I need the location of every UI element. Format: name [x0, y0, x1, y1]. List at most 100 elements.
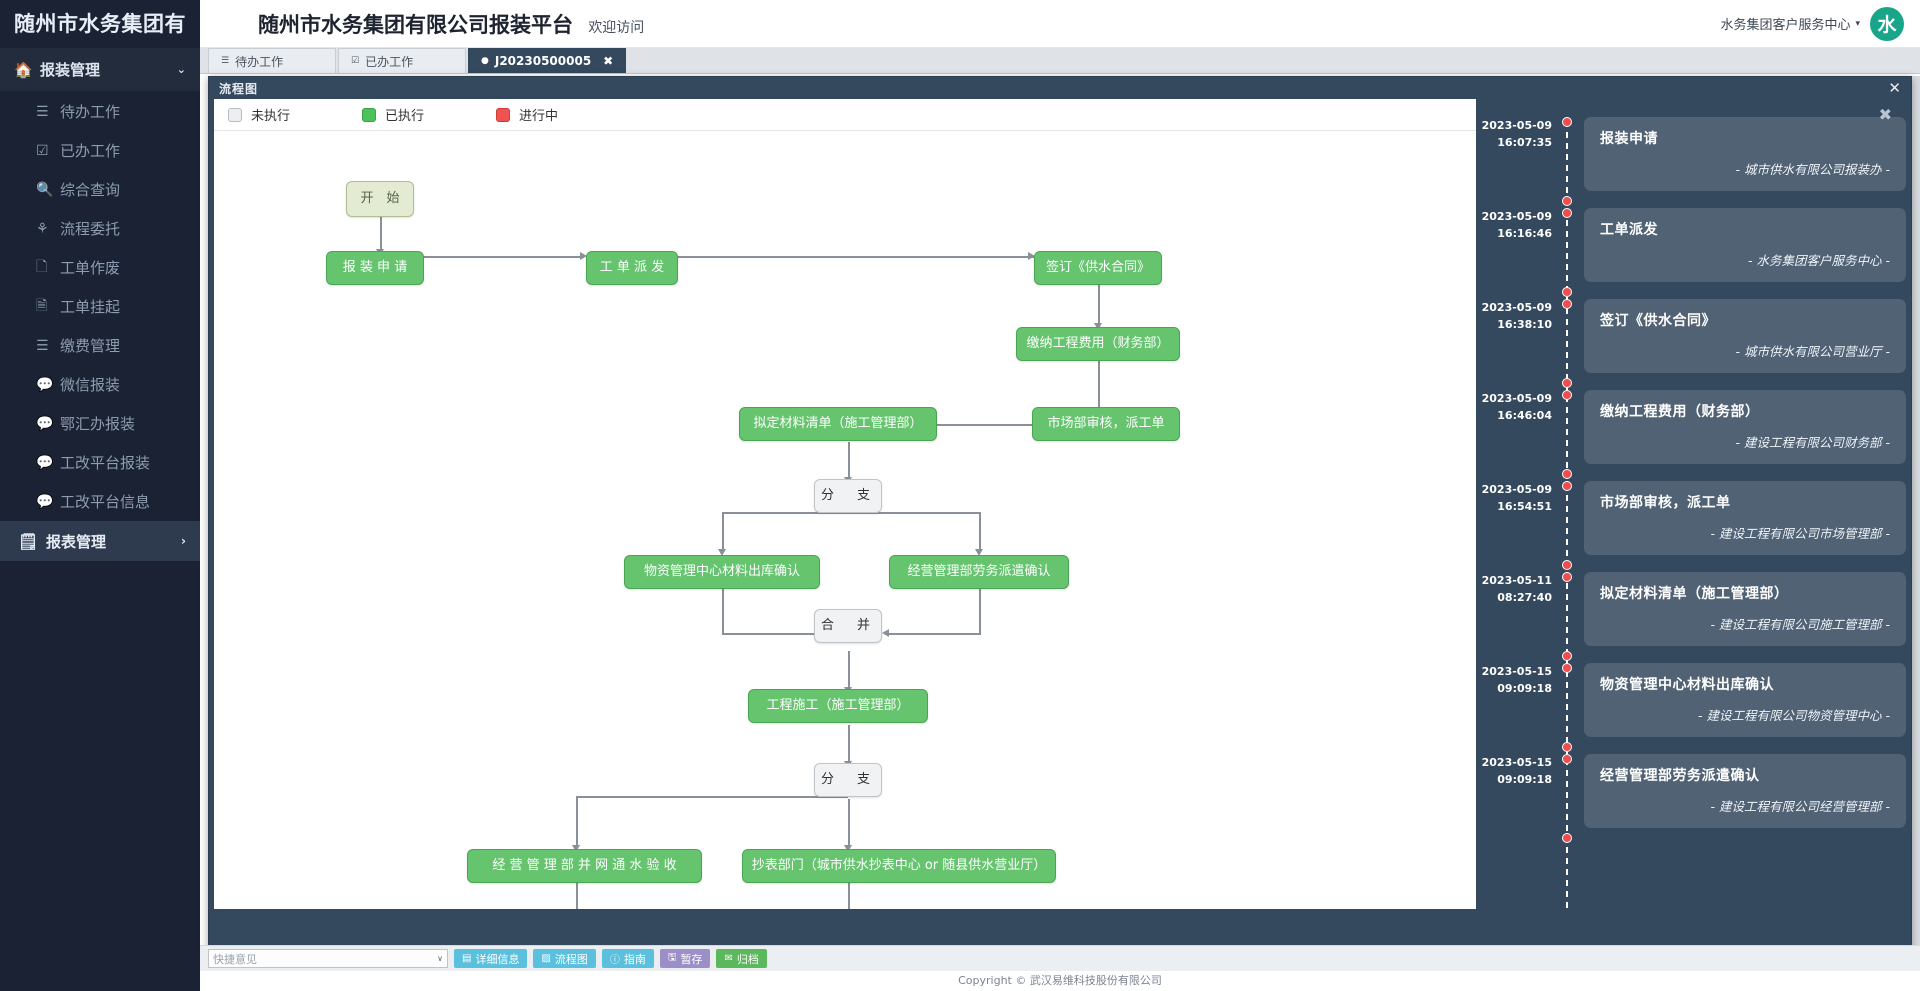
sidebar-item-6[interactable]: 🗎工单挂起 — [0, 287, 200, 326]
toolbar-button-1[interactable]: ▤详细信息 — [454, 949, 528, 968]
connector — [576, 883, 578, 909]
timeline-card-org: - 建设工程有限公司物资管理中心 - — [1698, 708, 1890, 723]
list-icon: ☰ — [36, 337, 49, 354]
avatar[interactable]: 水 — [1870, 6, 1904, 41]
connector — [848, 512, 980, 514]
flow-node-branch-2[interactable]: 分 支 — [814, 763, 882, 797]
flow-node-shichangbu-shenhe[interactable]: 市场部审核，派工单 — [1032, 407, 1180, 441]
timeline-date: 2023-05-09 — [1481, 210, 1552, 223]
sidebar-item-11[interactable]: 💬工改平台信息 — [0, 482, 200, 521]
legend-item-todo: 未执行 — [228, 105, 290, 124]
close-icon[interactable]: ✖ — [1878, 105, 1892, 124]
quick-comment-select[interactable]: 快捷意见 ∨ — [208, 949, 448, 968]
close-icon[interactable]: ✕ — [1888, 79, 1901, 97]
sidebar-item-2[interactable]: ☑已办工作 — [0, 131, 200, 170]
sidebar-item-4[interactable]: ⚘流程委托 — [0, 209, 200, 248]
sidebar-item-label: 工单挂起 — [60, 298, 121, 316]
flow-node-gongcheng-shigong[interactable]: 工程施工（施工管理部） — [748, 689, 928, 723]
flow-node-chaobiao-bumen[interactable]: 抄表部门（城市供水抄表中心 or 随县供水营业厅） — [742, 849, 1056, 883]
toolbar-button-2[interactable]: ▨流程图 — [533, 949, 596, 968]
timeline-time: 16:38:10 — [1497, 318, 1552, 331]
sidebar-item-7[interactable]: ☰缴费管理 — [0, 326, 200, 365]
toolbar-button-label: 归档 — [736, 952, 759, 966]
sidebar-item-1[interactable]: ☰待办工作 — [0, 92, 200, 131]
flow-chart-canvas[interactable]: 开 始 报 装 申 请 工 单 派 发 签订《供水合同》 缴纳工程费用（财务部） — [214, 131, 1476, 909]
close-icon[interactable]: ✖ — [603, 54, 614, 68]
timeline-card[interactable]: 拟定材料清单（施工管理部） - 建设工程有限公司施工管理部 - — [1584, 572, 1906, 646]
sidebar-item-label: 待办工作 — [60, 103, 121, 121]
tab-3[interactable]: ●J20230500005✖ — [468, 48, 627, 73]
timeline-card-org: - 建设工程有限公司财务部 - — [1735, 435, 1890, 450]
sidebar-item-label: 综合查询 — [60, 181, 121, 199]
sidebar-item-10[interactable]: 💬工改平台报装 — [0, 443, 200, 482]
timeline-date: 2023-05-09 — [1481, 392, 1552, 405]
flow-node-wuzi-guanli-chuku[interactable]: 物资管理中心材料出库确认 — [624, 555, 820, 589]
toolbar-button-4[interactable]: 🖫暂存 — [659, 949, 711, 968]
flow-node-jiaona-gongcheng-feiyong[interactable]: 缴纳工程费用（财务部） — [1016, 327, 1180, 361]
chevron-down-icon[interactable]: ▾ — [1855, 18, 1860, 29]
toolbar-button-label: 流程图 — [554, 952, 588, 966]
timeline-time: 09:09:18 — [1497, 773, 1552, 786]
chat-icon: 💬 — [36, 415, 54, 432]
timeline-card-title: 拟定材料清单（施工管理部） — [1600, 586, 1789, 602]
connector — [424, 256, 584, 258]
flow-node-jingying-laowu-paiqian[interactable]: 经营管理部劳务派遣确认 — [889, 555, 1069, 589]
flow-node-niding-cailiao-qingdan[interactable]: 拟定材料清单（施工管理部） — [739, 407, 937, 441]
timeline-card[interactable]: 工单派发- 水务集团客户服务中心 - — [1584, 208, 1906, 282]
flow-node-baozhuang-shenqing[interactable]: 报 装 申 请 — [326, 251, 424, 285]
tab-2[interactable]: ☑已办工作 — [338, 48, 466, 73]
sidebar-group-baozhuang[interactable]: 🏠 报装管理 ⌄ — [0, 48, 200, 92]
toolbar-button-5[interactable]: ✉归档 — [716, 949, 767, 968]
timeline-dot — [1562, 663, 1572, 673]
legend-item-doing: 进行中 — [496, 105, 558, 124]
flow-node-qianding-gongshui-hetong[interactable]: 签订《供水合同》 — [1034, 251, 1162, 285]
sidebar-item-8[interactable]: 💬微信报装 — [0, 365, 200, 404]
timeline-card[interactable]: 报装申请- 城市供水有限公司报装办 - — [1584, 117, 1906, 191]
page-title: 随州市水务集团有限公司报装平台 欢迎访问 — [258, 9, 644, 39]
sidebar-item-5[interactable]: 🗋工单作废 — [0, 248, 200, 287]
timeline-card[interactable]: 签订《供水合同》- 城市供水有限公司营业厅 - — [1584, 299, 1906, 373]
connector — [1098, 275, 1100, 325]
flow-node-start[interactable]: 开 始 — [346, 181, 414, 217]
sidebar-item-report-management[interactable]: 🗒 报表管理 › — [0, 521, 200, 561]
connector — [380, 217, 382, 251]
sidebar-item-list: ☰待办工作☑已办工作🔍综合查询⚘流程委托🗋工单作废🗎工单挂起☰缴费管理💬微信报装… — [0, 92, 200, 521]
timeline-card[interactable]: 市场部审核，派工单- 建设工程有限公司市场管理部 - — [1584, 481, 1906, 555]
button-icon: ▤ — [462, 953, 472, 964]
timeline-dot — [1562, 117, 1572, 127]
timeline-card-org: - 建设工程有限公司施工管理部 - — [1710, 617, 1890, 632]
timeline-card[interactable]: 经营管理部劳务派遣确认- 建设工程有限公司经营管理部 - — [1584, 754, 1906, 828]
flow-node-bingwang-tongshui-yanshou[interactable]: 经 营 管 理 部 并 网 通 水 验 收 — [467, 849, 702, 883]
timeline-card-title: 工单派发 — [1600, 222, 1658, 238]
chat-icon: 💬 — [36, 376, 54, 393]
timeline-card[interactable]: 物资管理中心材料出库确认- 建设工程有限公司物资管理中心 - — [1584, 663, 1906, 737]
user-name[interactable]: 水务集团客户服务中心 — [1720, 18, 1851, 33]
chevron-right-icon: › — [181, 534, 186, 548]
timeline-axis — [1566, 121, 1568, 909]
flow-node-branch-1[interactable]: 分 支 — [814, 479, 882, 513]
timeline-dot — [1562, 560, 1572, 570]
connector — [722, 512, 724, 551]
timeline-card[interactable]: 缴纳工程费用（财务部）- 建设工程有限公司财务部 - — [1584, 390, 1906, 464]
flow-node-merge-1[interactable]: 合 并 — [814, 609, 882, 643]
arrow-icon — [882, 629, 889, 637]
timeline-card-org: - 建设工程有限公司市场管理部 - — [1710, 526, 1890, 541]
sidebar-item-9[interactable]: 💬鄂汇办报装 — [0, 404, 200, 443]
flow-node-gongdan-paifa[interactable]: 工 单 派 发 — [586, 251, 678, 285]
sidebar-item-3[interactable]: 🔍综合查询 — [0, 170, 200, 209]
timeline-time: 09:09:18 — [1497, 682, 1552, 695]
flow-node-label: 经 营 管 理 部 并 网 通 水 验 收 — [492, 857, 677, 873]
tab-1[interactable]: ☰待办工作 — [208, 48, 336, 73]
